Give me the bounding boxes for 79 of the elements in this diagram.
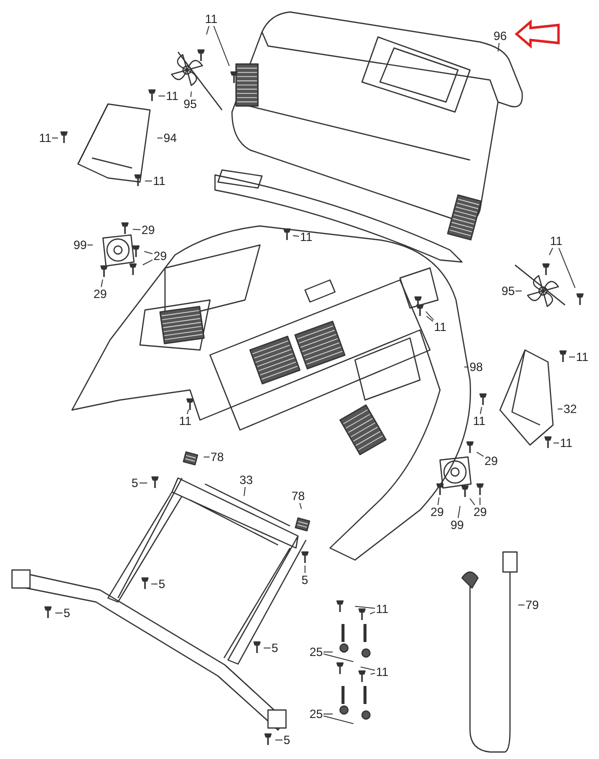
leader-line (370, 672, 376, 675)
leader-line (498, 42, 500, 52)
leader-line (425, 311, 434, 320)
leader-line (144, 250, 153, 254)
callout-number: 11 (178, 414, 192, 428)
callout-number: 11 (204, 12, 218, 26)
leader-line (244, 486, 246, 496)
leader-line (186, 409, 190, 414)
leader-line (54, 612, 63, 614)
callout-number: 78 (210, 450, 225, 464)
leader-line (323, 654, 354, 662)
callout-number: 11 (559, 436, 574, 450)
leader-line (213, 26, 230, 66)
leader-line (558, 248, 576, 288)
callout-number: 29 (92, 287, 108, 301)
callout-number: 5 (158, 577, 166, 591)
callout-number: 33 (238, 473, 254, 487)
leader-line (557, 408, 563, 410)
leader-line (464, 366, 469, 368)
callout-number: 11 (375, 602, 390, 616)
callout-number: 11 (549, 234, 564, 248)
leader-line (299, 502, 302, 510)
callout-number: 99 (72, 238, 88, 252)
callout-number: 96 (492, 29, 508, 43)
callout-number: 94 (162, 131, 178, 145)
leader-line (360, 666, 376, 671)
leader-line (139, 482, 148, 484)
leader-line (206, 26, 210, 35)
leader-line (553, 442, 560, 444)
callout-number: 99 (450, 518, 465, 532)
callout-number: 11 (165, 89, 180, 103)
callout-number: 29 (430, 505, 445, 519)
leader-line (476, 452, 484, 457)
arrow (514, 19, 560, 49)
callout-number: 95 (182, 97, 198, 111)
leader-line (370, 611, 376, 614)
callout-number: 11 (575, 350, 590, 364)
callout-number: 11 (472, 414, 486, 428)
callout-number: 11 (433, 320, 448, 334)
leader-line (469, 498, 476, 506)
callout-number: 29 (484, 454, 499, 468)
leader-line (518, 604, 525, 606)
callout-number: 29 (472, 505, 488, 519)
leader-line (323, 716, 354, 724)
callout-number: 5 (130, 476, 140, 490)
leader-line (203, 456, 210, 458)
leader-line (548, 248, 554, 256)
callout-number: 98 (468, 360, 484, 374)
leader-line (480, 406, 482, 414)
callout-number: 79 (524, 598, 540, 612)
leader-line (438, 497, 440, 506)
leader-line (568, 356, 576, 358)
callout-number: 11 (152, 174, 166, 188)
leader-line (100, 279, 104, 288)
callout-number: 78 (290, 489, 306, 503)
callout-number: 32 (562, 402, 578, 416)
callout-number: 29 (140, 223, 156, 237)
callout-number: 25 (308, 707, 324, 721)
callout-number: 5 (270, 641, 280, 655)
leader-line (515, 290, 522, 292)
callout-number: 25 (308, 645, 324, 659)
leader-line (144, 180, 152, 182)
callout-number: 11 (299, 230, 314, 244)
callout-number: 29 (152, 249, 168, 263)
callout-number: 5 (300, 573, 310, 587)
callout-number: 11 (375, 665, 390, 679)
leader-line (426, 316, 434, 322)
callout-number: 5 (282, 733, 292, 747)
leader-line (292, 235, 300, 237)
leader-line (132, 228, 141, 230)
leader-line (304, 565, 306, 574)
callout-number: 5 (62, 606, 72, 620)
leader-line (142, 259, 153, 266)
leader-line (458, 506, 461, 518)
leader-line (190, 91, 192, 98)
leader-line (354, 606, 376, 609)
callout-number: 95 (500, 284, 516, 298)
leader-line (87, 244, 94, 246)
callout-number: 11 (38, 131, 52, 145)
